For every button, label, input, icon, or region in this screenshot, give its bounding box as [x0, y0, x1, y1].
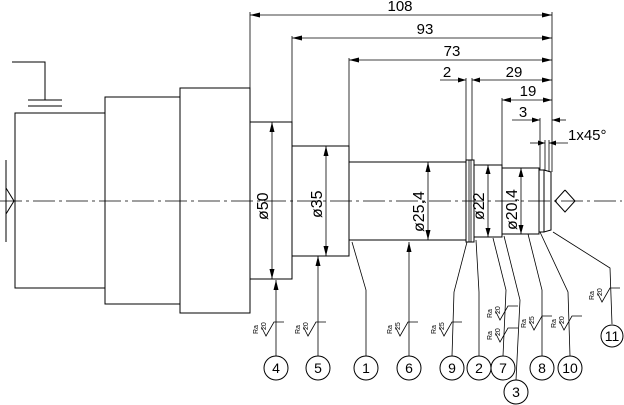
leader-11: [552, 231, 613, 325]
dia-25: ø25,4: [411, 191, 428, 232]
svg-text:20: 20: [597, 288, 604, 296]
svg-text:3: 3: [512, 384, 520, 400]
dim-73: 73: [444, 43, 461, 60]
svg-text:2: 2: [475, 360, 483, 376]
leader-10: [539, 231, 571, 357]
leader-8: [527, 233, 543, 356]
roughness-symbol: Ra 20: [487, 305, 518, 321]
roughness-symbol: Ra 25: [387, 321, 418, 337]
svg-text:6: 6: [405, 360, 413, 376]
dim-93: 93: [417, 21, 434, 38]
dim-29: 29: [506, 64, 523, 81]
svg-text:Ra: Ra: [487, 331, 494, 340]
length-dimensions: 108 93 73 2 29 19 3: [249, 0, 607, 172]
callout-5: 5: [305, 355, 331, 381]
callout-8: 8: [529, 355, 555, 381]
callout-10: 10: [557, 355, 583, 381]
svg-text:25: 25: [395, 322, 402, 330]
dia-22: ø22: [471, 192, 488, 220]
svg-text:20: 20: [303, 322, 310, 330]
left-center-point: [5, 187, 15, 215]
callout-6: 6: [396, 355, 422, 381]
svg-text:7: 7: [499, 360, 507, 376]
callout-leaders: [273, 231, 613, 381]
leader-1: [351, 241, 367, 356]
svg-text:Ra: Ra: [387, 325, 394, 334]
svg-text:5: 5: [314, 360, 322, 376]
svg-text:25: 25: [439, 322, 446, 330]
callouts: 4 5 1 6 9 2 7 3: [263, 324, 624, 405]
roughness-symbol: Ra 25: [521, 315, 552, 331]
callout-4: 4: [263, 355, 289, 381]
svg-text:20: 20: [495, 306, 502, 314]
leader-7: [492, 237, 507, 357]
dia-20: ø20,4: [504, 189, 521, 230]
svg-text:20: 20: [559, 316, 566, 324]
roughness-symbol: Ra 25: [431, 321, 462, 337]
leader-9: [451, 241, 468, 357]
svg-text:8: 8: [538, 360, 546, 376]
dim-3: 3: [519, 104, 527, 121]
tailstock-center: [554, 189, 576, 213]
diameter-dimensions: ø50 ø35 ø25,4 ø22 ø20,4: [255, 122, 524, 279]
svg-text:Ra: Ra: [253, 325, 260, 334]
callout-3: 3: [503, 379, 529, 405]
clamp-handle: [12, 61, 46, 100]
roughness-symbols: Ra 20 Ra 20 Ra 25 Ra 25 Ra 20 Ra 20: [253, 287, 620, 343]
roughness-symbol: Ra 20: [295, 321, 326, 337]
chuck-block-1: [14, 112, 106, 289]
svg-text:4: 4: [272, 360, 280, 376]
dia-35: ø35: [309, 190, 326, 218]
dim-108: 108: [387, 0, 412, 15]
svg-text:20: 20: [261, 322, 268, 330]
svg-text:10: 10: [562, 360, 578, 376]
dim-19: 19: [520, 83, 537, 100]
svg-text:1: 1: [362, 360, 370, 376]
svg-text:Ra: Ra: [431, 325, 438, 334]
svg-text:Ra: Ra: [551, 319, 558, 328]
roughness-symbol: Ra 20: [589, 287, 620, 303]
roughness-symbol: Ra 20: [551, 315, 582, 331]
callout-1: 1: [353, 355, 379, 381]
leader-3: [503, 235, 521, 381]
chuck-block-2: [104, 96, 181, 305]
svg-text:25: 25: [529, 316, 536, 324]
callout-11: 11: [600, 324, 624, 348]
leader-2: [475, 239, 480, 356]
callout-2: 2: [466, 355, 492, 381]
svg-text:11: 11: [605, 328, 620, 344]
callout-7: 7: [490, 355, 516, 381]
dim-chamfer: 1x45°: [568, 127, 607, 144]
svg-text:9: 9: [448, 360, 456, 376]
roughness-symbol: Ra 20: [253, 321, 284, 337]
dim-2: 2: [443, 64, 451, 81]
svg-text:Ra: Ra: [589, 291, 596, 300]
svg-text:Ra: Ra: [487, 309, 494, 318]
svg-text:20: 20: [495, 328, 502, 336]
svg-text:Ra: Ra: [521, 319, 528, 328]
svg-text:Ra: Ra: [295, 325, 302, 334]
chuck-block-3: [179, 87, 251, 314]
callout-9: 9: [439, 355, 465, 381]
shaft-outline: [12, 61, 552, 314]
dia-50: ø50: [255, 192, 272, 220]
roughness-symbol: Ra 20: [487, 327, 518, 343]
